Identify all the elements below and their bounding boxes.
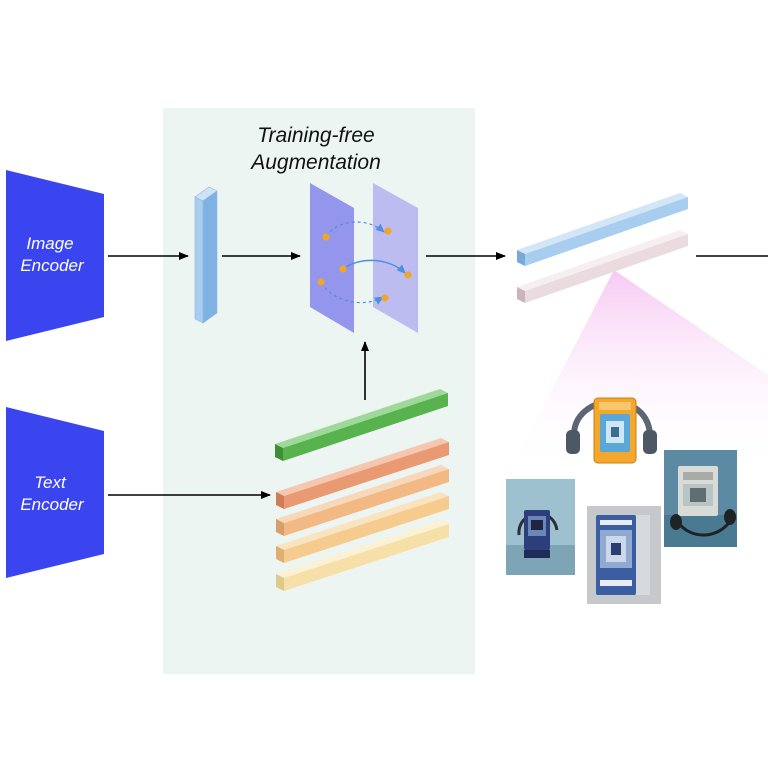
image-encoder-label-1: Image [26,234,73,253]
feature-point [339,265,347,273]
text-feature-bars [275,389,449,591]
text-encoder: Text Encoder [6,407,104,578]
flow-arrow-3 [320,282,384,305]
text-encoder-label-2: Encoder [20,495,85,514]
augmentation-title-line1: Training-free [257,124,375,147]
image-feature-bar [194,186,218,324]
walkman-photo-blue [506,479,575,575]
augmentation-title-line2: Augmentation [249,151,381,174]
text-bar-orange [276,438,449,509]
flow-arrow-2 [342,259,406,274]
image-encoder: Image Encoder [6,170,104,341]
feature-point [322,233,330,241]
feature-point [381,294,389,302]
augmentation-planes [310,183,418,333]
feature-point [317,278,325,286]
feature-point [404,271,412,279]
output-feature-bar-pink [517,230,688,303]
walkman-photo-sony [587,506,661,604]
flow-arrow-1 [325,221,385,237]
output-feature-bar-blue [517,193,688,266]
text-bar-green [275,389,448,461]
plane-front [310,183,354,333]
text-encoder-label-1: Text [34,473,67,492]
text-bar-cream [276,520,449,591]
text-bar-light-orange [276,492,449,563]
image-encoder-label-2: Encoder [20,256,85,275]
feature-point [384,227,392,235]
text-bar-peach [276,465,449,536]
plane-back [373,183,418,333]
retrieval-cone [510,270,768,470]
walkman-headphones-icon [566,397,657,464]
walkman-photo-silver [664,450,737,547]
